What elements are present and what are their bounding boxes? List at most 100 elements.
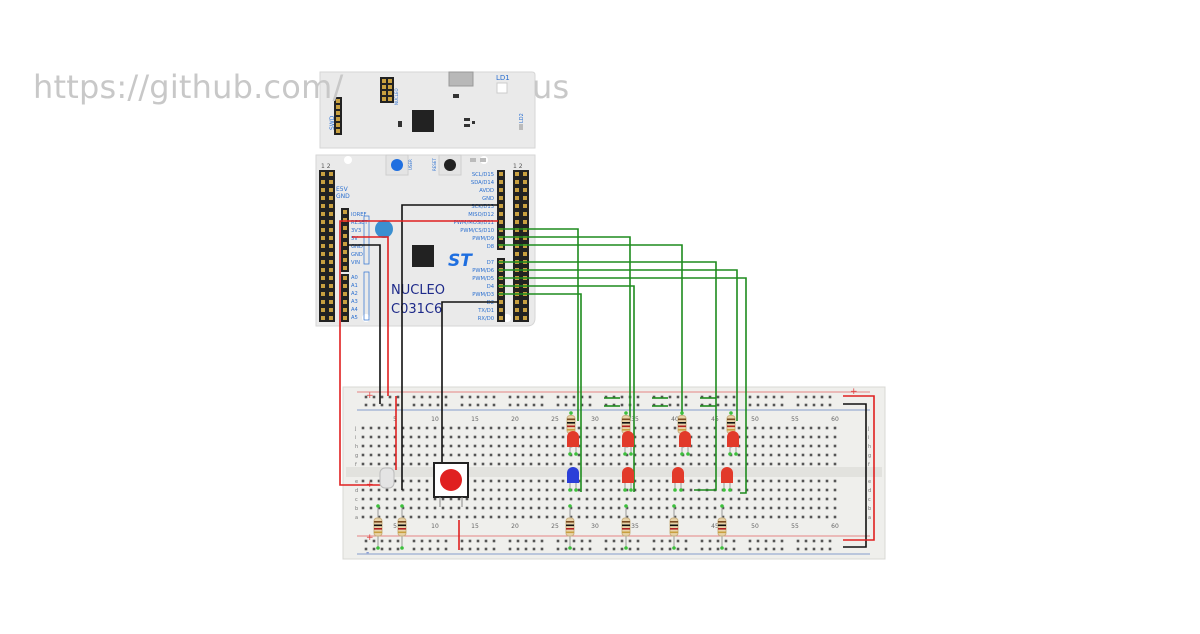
terminal-hole[interactable] [505,479,509,483]
terminal-hole[interactable] [593,426,597,430]
terminal-hole[interactable] [761,497,765,501]
terminal-hole[interactable] [777,426,781,430]
terminal-hole[interactable] [361,488,365,492]
rail-hole[interactable] [676,539,680,543]
terminal-hole[interactable] [657,462,661,466]
terminal-hole[interactable] [417,488,421,492]
rail-hole[interactable] [588,547,592,551]
terminal-hole[interactable] [641,506,645,510]
terminal-hole[interactable] [393,497,397,501]
terminal-hole[interactable] [409,479,413,483]
rail-hole[interactable] [716,403,720,407]
terminal-hole[interactable] [449,453,453,457]
terminal-hole[interactable] [537,453,541,457]
terminal-hole[interactable] [505,506,509,510]
terminal-hole[interactable] [361,515,365,519]
morpho-left-a-pin[interactable] [321,172,325,176]
terminal-hole[interactable] [753,462,757,466]
terminal-hole[interactable] [465,506,469,510]
morpho-left-b-pin[interactable] [329,292,333,296]
rail-hole[interactable] [748,395,752,399]
terminal-hole[interactable] [793,435,797,439]
morpho-left-b-pin[interactable] [329,244,333,248]
terminal-hole[interactable] [473,426,477,430]
rail-hole[interactable] [620,403,624,407]
terminal-hole[interactable] [777,488,781,492]
terminal-hole[interactable] [769,453,773,457]
rail-hole[interactable] [564,403,568,407]
terminal-hole[interactable] [601,444,605,448]
terminal-hole[interactable] [593,444,597,448]
terminal-hole[interactable] [385,435,389,439]
rail-hole[interactable] [444,395,448,399]
terminal-hole[interactable] [793,462,797,466]
rail-hole[interactable] [380,547,384,551]
terminal-hole[interactable] [585,435,589,439]
terminal-hole[interactable] [689,462,693,466]
rail-hole[interactable] [724,395,728,399]
rail-hole[interactable] [412,403,416,407]
swd-header-pin[interactable] [336,123,340,127]
terminal-hole[interactable] [489,479,493,483]
rail-hole[interactable] [572,395,576,399]
terminal-hole[interactable] [785,497,789,501]
rail-hole[interactable] [508,403,512,407]
terminal-hole[interactable] [601,506,605,510]
terminal-hole[interactable] [537,506,541,510]
morpho-right-b-pin[interactable] [523,300,527,304]
terminal-hole[interactable] [713,479,717,483]
terminal-hole[interactable] [673,444,677,448]
terminal-hole[interactable] [817,515,821,519]
rail-hole[interactable] [652,547,656,551]
terminal-hole[interactable] [761,488,765,492]
rail-hole[interactable] [732,539,736,543]
rail-hole[interactable] [516,539,520,543]
rail-hole[interactable] [636,539,640,543]
morpho-left-b-pin[interactable] [329,196,333,200]
terminal-hole[interactable] [481,497,485,501]
terminal-hole[interactable] [737,488,741,492]
terminal-hole[interactable] [793,479,797,483]
arduino-digital-high-pin[interactable] [499,188,503,192]
terminal-hole[interactable] [425,506,429,510]
terminal-hole[interactable] [601,462,605,466]
terminal-hole[interactable] [769,497,773,501]
rail-hole[interactable] [524,395,528,399]
terminal-hole[interactable] [433,497,437,501]
terminal-hole[interactable] [489,488,493,492]
push-button[interactable] [433,462,469,507]
terminal-hole[interactable] [545,426,549,430]
terminal-hole[interactable] [673,506,677,510]
terminal-hole[interactable] [361,462,365,466]
rail-hole[interactable] [820,395,824,399]
terminal-hole[interactable] [505,497,509,501]
rail-hole[interactable] [684,547,688,551]
terminal-hole[interactable] [689,506,693,510]
terminal-hole[interactable] [697,426,701,430]
terminal-hole[interactable] [705,444,709,448]
morpho-left-a-pin[interactable] [321,316,325,320]
user-button[interactable] [391,159,403,171]
terminal-hole[interactable] [697,497,701,501]
morpho-left-b-pin[interactable] [329,180,333,184]
terminal-hole[interactable] [577,497,581,501]
rail-hole[interactable] [676,547,680,551]
terminal-hole[interactable] [721,515,725,519]
terminal-hole[interactable] [729,515,733,519]
morpho-left-a-pin[interactable] [321,244,325,248]
terminal-hole[interactable] [497,506,501,510]
rail-hole[interactable] [380,539,384,543]
rail-hole[interactable] [484,547,488,551]
morpho-right-b-pin[interactable] [523,236,527,240]
terminal-hole[interactable] [497,479,501,483]
terminal-hole[interactable] [641,453,645,457]
rail-hole[interactable] [484,539,488,543]
terminal-hole[interactable] [385,506,389,510]
rail-hole[interactable] [652,395,656,399]
rail-hole[interactable] [564,547,568,551]
rail-hole[interactable] [684,403,688,407]
morpho-right-a-pin[interactable] [515,244,519,248]
reset-button[interactable] [444,159,456,171]
terminal-hole[interactable] [393,435,397,439]
terminal-hole[interactable] [689,479,693,483]
